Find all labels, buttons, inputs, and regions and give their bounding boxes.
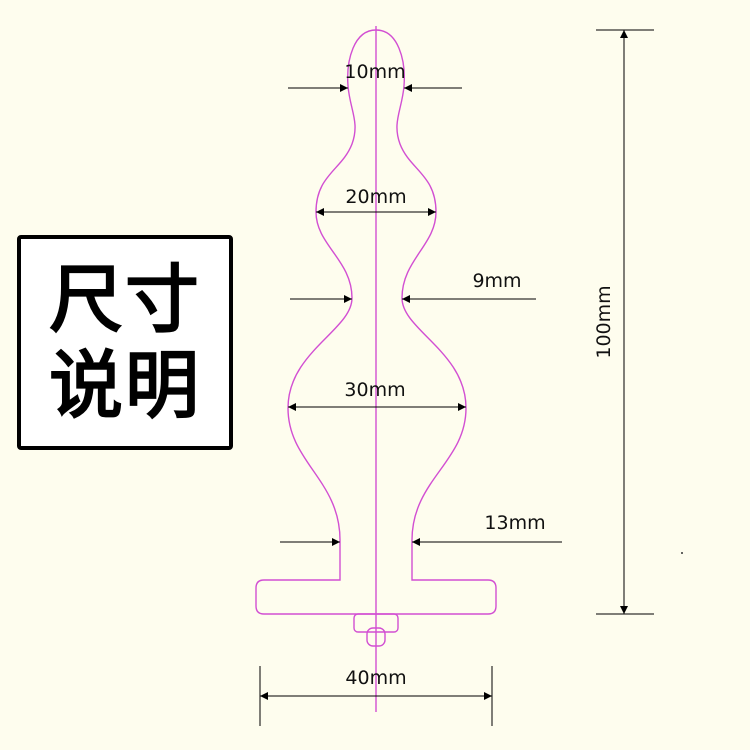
title-box: 尺寸 说明	[17, 235, 233, 450]
dim-label-bead2-width: 30mm	[344, 379, 405, 401]
dim-base-width	[259, 666, 493, 726]
title-line-2: 说明	[49, 342, 201, 429]
dim-label-neck2-width: 13mm	[484, 512, 545, 534]
dim-label-total-length: 100mm	[593, 285, 615, 358]
dim-label-base-width: 40mm	[345, 667, 406, 689]
dim-total-length	[596, 29, 654, 615]
stray-dot	[681, 552, 683, 554]
dim-label-tip-width: 10mm	[344, 61, 405, 83]
dim-label-bead1-width: 20mm	[345, 186, 406, 208]
title-line-1: 尺寸	[49, 256, 201, 343]
dim-label-neck1-width: 9mm	[472, 270, 521, 292]
